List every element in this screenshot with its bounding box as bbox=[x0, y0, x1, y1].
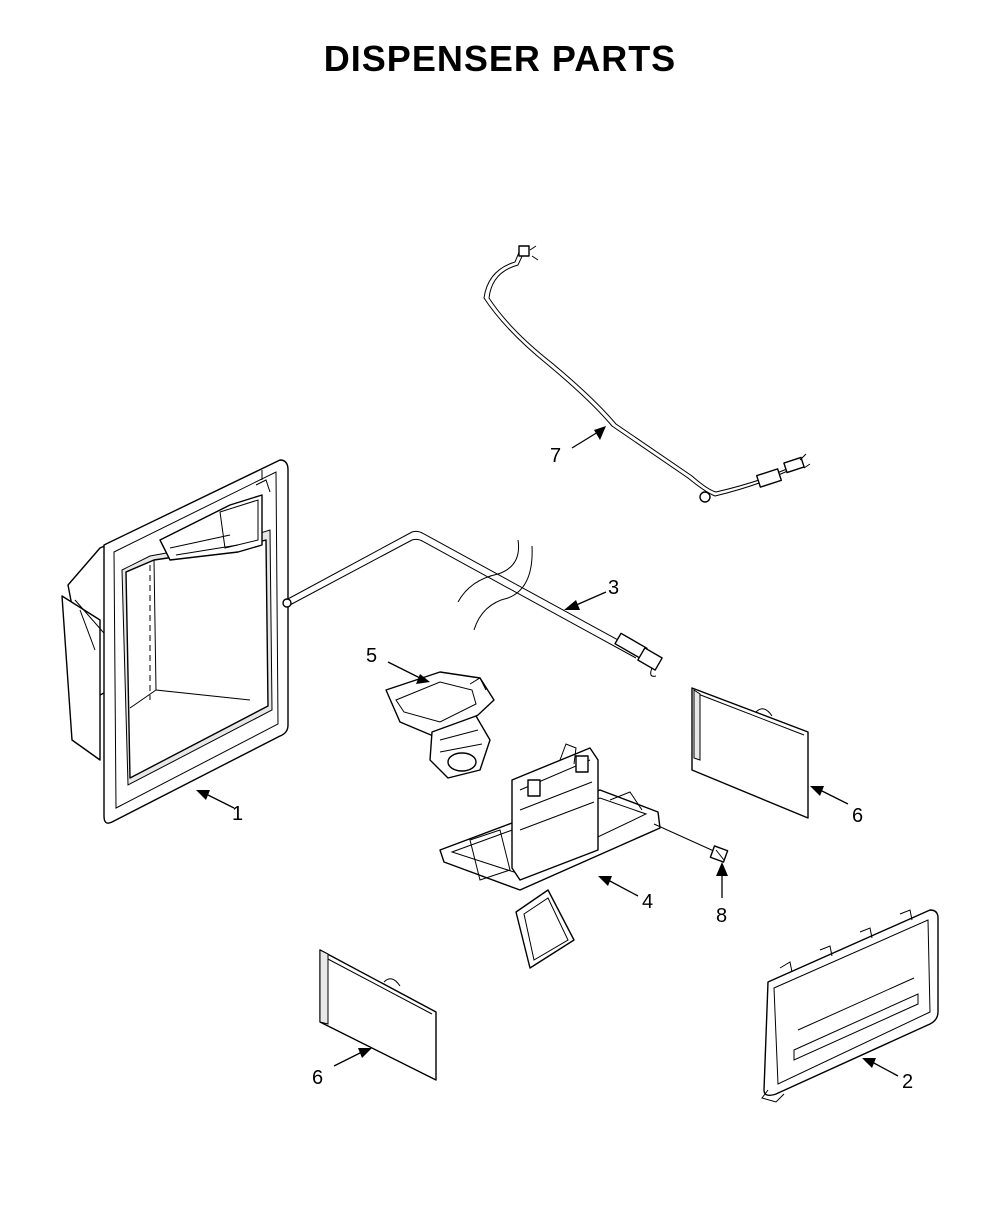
part-5-actuator[interactable] bbox=[385, 671, 495, 779]
callout-label-6-left: 6 bbox=[312, 1067, 323, 1089]
callout-label-4: 4 bbox=[642, 891, 653, 913]
callout-label-2: 2 bbox=[902, 1071, 913, 1093]
callout-label-1: 1 bbox=[232, 803, 243, 825]
part-1-dispenser-housing[interactable] bbox=[61, 459, 289, 824]
callouts: 1 2 3 4 5 6 bbox=[196, 426, 913, 1093]
part-8-screw[interactable] bbox=[653, 823, 729, 863]
part-2-lower-panel[interactable] bbox=[761, 909, 939, 1103]
callout-2[interactable]: 2 bbox=[862, 1058, 913, 1093]
callout-7[interactable]: 7 bbox=[550, 426, 606, 467]
callout-label-8: 8 bbox=[716, 905, 727, 927]
part-6-trim-cover-left[interactable] bbox=[319, 949, 437, 1081]
callout-4[interactable]: 4 bbox=[598, 876, 653, 913]
callout-label-3: 3 bbox=[608, 577, 619, 599]
callout-label-5: 5 bbox=[366, 645, 377, 667]
part-4-dispenser-mechanism[interactable] bbox=[439, 743, 661, 969]
callout-1[interactable]: 1 bbox=[196, 790, 243, 825]
callout-label-7: 7 bbox=[550, 445, 561, 467]
part-6-trim-cover-right[interactable] bbox=[691, 687, 809, 819]
callout-3[interactable]: 3 bbox=[564, 577, 619, 610]
part-7-wire-harness[interactable] bbox=[483, 245, 811, 503]
callout-5[interactable]: 5 bbox=[366, 645, 430, 684]
callout-6-left[interactable]: 6 bbox=[312, 1048, 372, 1089]
callout-label-6-right: 6 bbox=[852, 805, 863, 827]
page-title: DISPENSER PARTS bbox=[323, 38, 677, 79]
callout-8[interactable]: 8 bbox=[716, 862, 728, 927]
part-3-water-tube[interactable] bbox=[282, 530, 663, 677]
callout-6-right[interactable]: 6 bbox=[810, 786, 863, 827]
